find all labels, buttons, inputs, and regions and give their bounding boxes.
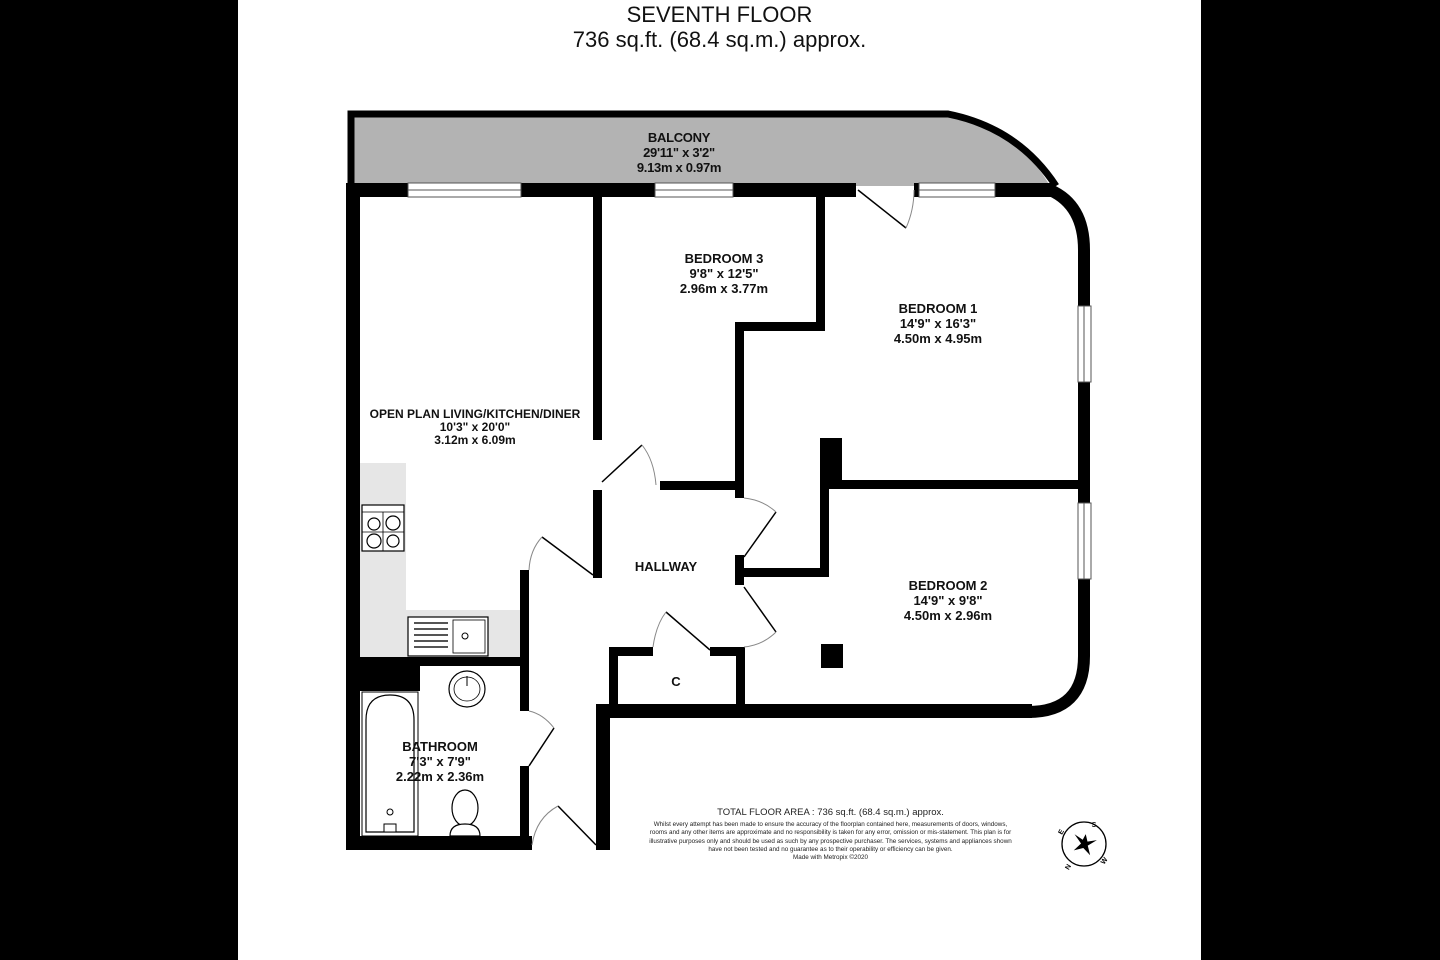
east-wall: [1027, 184, 1092, 718]
compass-w: W: [1100, 856, 1110, 866]
compass-s: S: [1092, 822, 1097, 829]
bedroom2-label: BEDROOM 2 14'9" x 9'8" 4.50m x 2.96m: [904, 578, 992, 623]
room-dim-metric: 4.50m x 4.95m: [893, 331, 983, 346]
room-dim-imperial: 14'9" x 16'3": [899, 316, 977, 331]
balcony-area: [347, 110, 1059, 188]
north-wall: [346, 182, 1054, 229]
bedroom3-label: BEDROOM 3 9'8" x 12'5" 2.96m x 3.77m: [680, 251, 768, 296]
room-dim-imperial: 7'3" x 7'9": [409, 754, 471, 769]
room-name: BEDROOM 1: [898, 301, 978, 316]
floorplan-drawing: [346, 110, 1092, 850]
room-dim-imperial: 10'3" x 20'0": [439, 420, 511, 434]
floorplan-page: SEVENTH FLOOR 736 sq.ft. (68.4 sq.m.) ap…: [238, 0, 1201, 960]
compass-icon: S W N E: [1058, 821, 1110, 871]
room-name: BALCONY: [647, 130, 711, 145]
floor-title: SEVENTH FLOOR: [626, 2, 813, 27]
room-dim-metric: 3.12m x 6.09m: [434, 433, 516, 447]
room-dim-metric: 2.96m x 3.77m: [679, 281, 769, 296]
floor-area: 736 sq.ft. (68.4 sq.m.) approx.: [572, 27, 867, 52]
balcony-label: BALCONY 29'11" x 3'2" 9.13m x 0.97m: [636, 130, 722, 175]
washbasin-icon: [448, 670, 486, 708]
disclaimer-text: Whilst every attempt has been made to en…: [649, 821, 1012, 853]
floorplan-footer: TOTAL FLOOR AREA : 736 sq.ft. (68.4 sq.m…: [648, 806, 1013, 862]
hob-icon: [361, 504, 405, 552]
compass-e: E: [1058, 828, 1067, 836]
room-name: BEDROOM 2: [908, 578, 988, 593]
room-dim-imperial: 9'8" x 12'5": [689, 266, 759, 281]
interior-walls: [360, 190, 1084, 850]
room-dim-metric: 4.50m x 2.96m: [903, 608, 993, 623]
total-floor-area: TOTAL FLOOR AREA : 736 sq.ft. (68.4 sq.m…: [717, 807, 944, 818]
floorplan-header: SEVENTH FLOOR 736 sq.ft. (68.4 sq.m.) ap…: [238, 0, 1201, 53]
bathtub-icon: [361, 691, 419, 837]
hallway-label: HALLWAY: [635, 559, 697, 574]
bedroom1-label: BEDROOM 1 14'9" x 16'3" 4.50m x 4.95m: [894, 301, 982, 346]
room-dim-imperial: 14'9" x 9'8": [913, 593, 983, 608]
kitchen-counter: [360, 463, 522, 657]
room-name: BATHROOM: [402, 739, 478, 754]
west-wall: [346, 190, 360, 850]
room-dim-imperial: 29'11" x 3'2": [643, 145, 715, 160]
compass-n: N: [1064, 863, 1073, 871]
living-label: OPEN PLAN LIVING/KITCHEN/DINER 10'3" x 2…: [370, 408, 581, 447]
room-dim-metric: 9.13m x 0.97m: [636, 160, 722, 175]
room-dim-metric: 2.22m x 2.36m: [395, 769, 485, 784]
room-name: HALLWAY: [634, 559, 698, 574]
south-walls: [346, 704, 1032, 850]
doors: [528, 444, 777, 846]
room-name: C: [671, 674, 681, 689]
cupboard-label: C: [671, 674, 680, 689]
bathroom-fixtures: [361, 670, 486, 837]
made-with-credit: Made with Metropix ©2020: [793, 854, 868, 862]
toilet-icon: [449, 789, 481, 837]
bathroom-label: BATHROOM 7'3" x 7'9" 2.22m x 2.36m: [396, 739, 484, 784]
sink-icon: [407, 616, 489, 657]
room-name: BEDROOM 3: [684, 251, 764, 266]
room-name: OPEN PLAN LIVING/KITCHEN/DINER: [369, 407, 581, 421]
